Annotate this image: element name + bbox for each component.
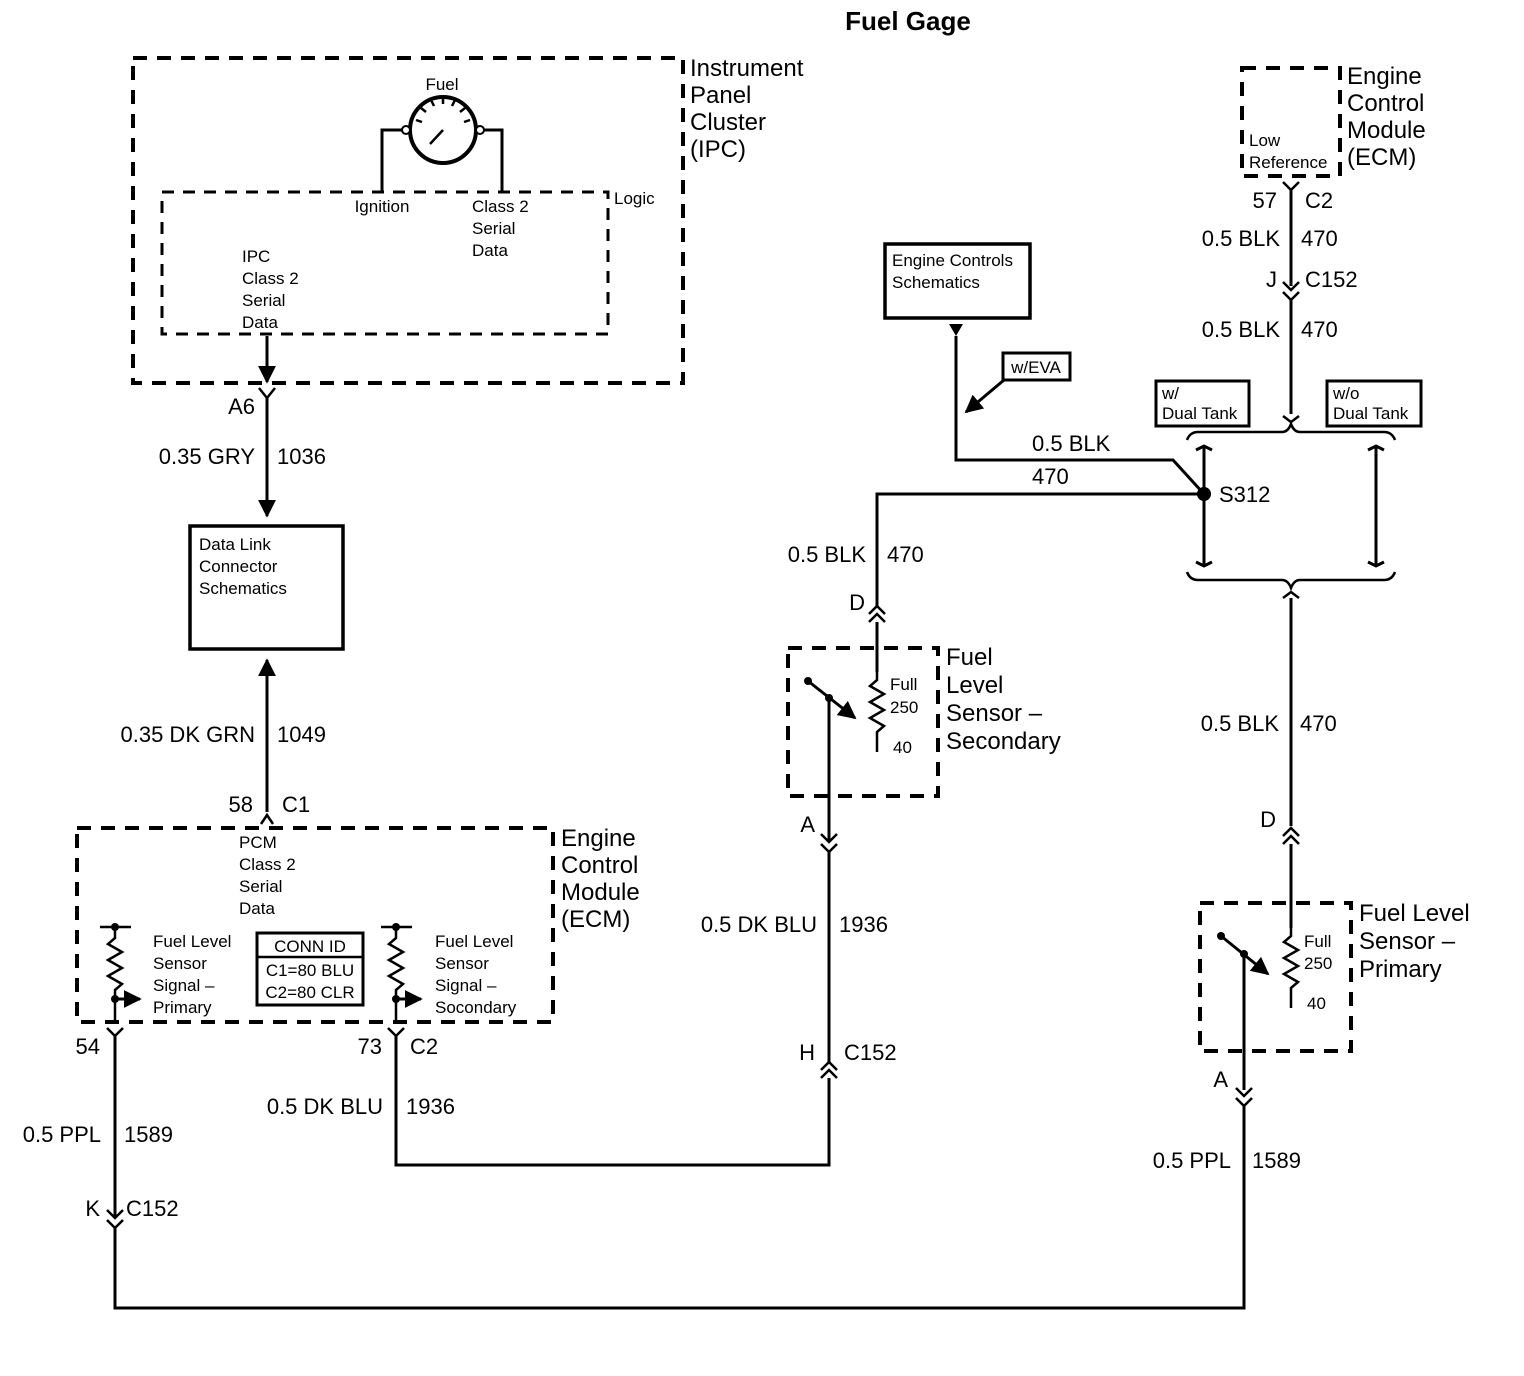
wire-1589-right-circuit: 1589 (1252, 1148, 1301, 1173)
c152-j-conn: C152 (1305, 267, 1358, 292)
wire-470-primary-circuit: 470 (1300, 711, 1337, 736)
data-link-connector-box: Data Link Connector Schematics (188, 524, 345, 651)
c152-h-conn: C152 (844, 1040, 897, 1065)
wire-470-primary-gauge: 0.5 BLK (1201, 711, 1280, 736)
without-dual-tank-box: w/o Dual Tank (1325, 379, 1423, 428)
wire-470-ecm-top-circuit: 470 (1301, 226, 1338, 251)
ignition-label: Ignition (355, 197, 410, 216)
svg-text:250: 250 (890, 698, 918, 717)
ipc-pin-a6: A6 (228, 394, 255, 419)
wire-1049-gauge: 0.35 DK GRN (121, 722, 256, 747)
svg-text:Full: Full (890, 675, 917, 694)
wire-470-splice-gauge: 0.5 BLK (1032, 431, 1111, 456)
resistor-secondary-icon (381, 923, 423, 1020)
svg-text:Low Reference: Low Reference (1249, 131, 1327, 172)
connector-c152-h-icon (820, 1060, 838, 1079)
svg-text:40: 40 (1307, 994, 1326, 1013)
with-dual-tank-box: w/ Dual Tank (1154, 379, 1251, 428)
ecm-top-pin-57: 57 (1253, 188, 1277, 213)
class2-serial-data-label: Class 2 Serial Data (472, 197, 533, 260)
wire-1936-right-circuit: 1936 (839, 912, 888, 937)
ecm-conn-c2: C2 (410, 1034, 438, 1059)
wire-1936-left-gauge: 0.5 DK BLU (267, 1094, 383, 1119)
option-bracket-bottom-icon (1185, 571, 1397, 599)
wire-470-ecm-bottom-gauge: 0.5 BLK (1202, 317, 1281, 342)
wire-1589-left-gauge: 0.5 PPL (23, 1122, 101, 1147)
c152-h-pin: H (799, 1040, 815, 1065)
signal-secondary-label: Fuel Level Sensor Signal – Socondary (435, 932, 518, 1017)
primary-pin-d: D (1260, 807, 1276, 832)
wire-1049-circuit: 1049 (277, 722, 326, 747)
ecm-pin-73: 73 (358, 1034, 382, 1059)
ecm-top-conn-c2: C2 (1305, 188, 1333, 213)
resistor-primary-icon (100, 923, 142, 1020)
secondary-pin-a: A (800, 812, 815, 837)
svg-text:Full: Full (1304, 932, 1331, 951)
wire-470-ecm-bottom-circuit: 470 (1301, 317, 1338, 342)
fuel-gauge-icon (401, 95, 485, 165)
ecm-conn-c1: C1 (282, 792, 310, 817)
secondary-pin-d: D (849, 590, 865, 615)
fuel-gauge-label: Fuel (425, 75, 458, 94)
wire-1936-left-circuit: 1936 (406, 1094, 455, 1119)
wire-1936-right-gauge: 0.5 DK BLU (701, 912, 817, 937)
ecm-bottom-name: Engine Control Module (ECM) (561, 825, 646, 933)
svg-text:40: 40 (893, 738, 912, 757)
splice-s312-label: S312 (1219, 482, 1270, 507)
svg-text:250: 250 (1304, 954, 1332, 973)
engine-controls-schematics-box: Engine Controls Schematics (883, 242, 1032, 320)
ecm-module-bottom: Engine Control Module (ECM) PCM Class 2 … (75, 825, 646, 1024)
fuel-level-sensor-primary: Full 250 40 Fuel Level Sensor – Primary (1198, 900, 1476, 1053)
svg-text:w/EVA: w/EVA (1010, 358, 1061, 377)
primary-pin-a-icon (1235, 1087, 1253, 1108)
option-bracket-top-icon (1185, 415, 1397, 441)
wire-1036-gauge: 0.35 GRY (159, 444, 256, 469)
ecm-top-name: Engine Control Module (ECM) (1347, 63, 1432, 171)
ipc-name: Instrument Panel Cluster (IPC) (690, 55, 810, 163)
wire-470-secondary-circuit: 470 (887, 542, 924, 567)
wire-470-splice-circuit: 470 (1032, 464, 1069, 489)
primary-pin-a: A (1213, 1067, 1228, 1092)
svg-text:C2=80 CLR: C2=80 CLR (265, 983, 354, 1002)
c152-k-conn: C152 (126, 1196, 179, 1221)
svg-text:C1=80 BLU: C1=80 BLU (266, 961, 354, 980)
ecm-pin-58: 58 (229, 792, 253, 817)
svg-text:CONN ID: CONN ID (274, 937, 346, 956)
secondary-pin-d-icon (868, 604, 886, 623)
wire-1589-right-gauge: 0.5 PPL (1153, 1148, 1231, 1173)
ipc-class2-label: IPC Class 2 Serial Data (242, 247, 303, 332)
signal-primary-label: Fuel Level Sensor Signal – Primary (153, 932, 236, 1017)
pcm-class2-label: PCM Class 2 Serial Data (239, 833, 300, 918)
logic-label: Logic (614, 189, 655, 208)
ipc-module: Instrument Panel Cluster (IPC) Fuel L (131, 55, 810, 385)
ecm-pin-54: 54 (76, 1034, 100, 1059)
fuel-level-sensor-secondary: Full 250 40 Fuel Level Sensor – Secondar… (786, 644, 1061, 798)
wire-470-ecm-top-gauge: 0.5 BLK (1202, 226, 1281, 251)
c152-j-pin: J (1266, 267, 1277, 292)
primary-sensor-name: Fuel Level Sensor – Primary (1359, 900, 1476, 983)
secondary-sensor-name: Fuel Level Sensor – Secondary (946, 644, 1061, 755)
ecm-module-top: Low Reference Engine Control Module (ECM… (1240, 63, 1432, 178)
conn-id-box: CONN ID C1=80 BLU C2=80 CLR (255, 931, 365, 1007)
wire-470-secondary-gauge: 0.5 BLK (788, 542, 867, 567)
wire-1589-left-circuit: 1589 (124, 1122, 173, 1147)
c152-k-pin: K (85, 1196, 100, 1221)
svg-text:w/ Dual Tank: w/ Dual Tank (1161, 384, 1238, 423)
w-eva-box: w/EVA (1001, 351, 1072, 382)
svg-text:w/o Dual Tank: w/o Dual Tank (1332, 384, 1409, 423)
svg-text:Engine Controls Schemati: Engine Controls Schematics (892, 251, 1018, 292)
wire-1036-circuit: 1036 (277, 444, 326, 469)
diagram-title: Fuel Gage (845, 6, 971, 36)
svg-text:Data Link Connector: Data Link Connector Schematics (199, 535, 287, 598)
primary-pin-d-icon (1282, 826, 1300, 845)
